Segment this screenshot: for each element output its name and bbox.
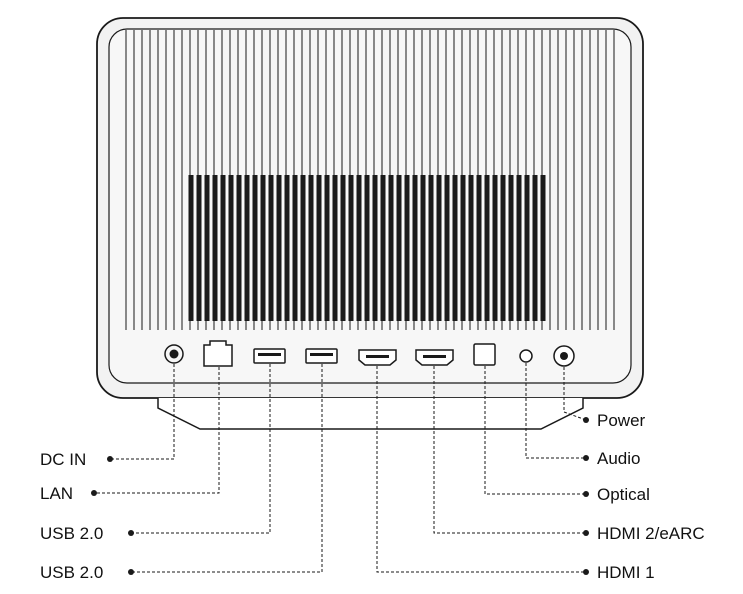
- dc-in-port-icon: [164, 344, 184, 364]
- leader-dot-usb-1: [128, 530, 134, 536]
- leader-dots: [91, 417, 589, 575]
- leader-line-hdmi-1: [376, 366, 586, 573]
- leader-line-audio: [525, 363, 586, 459]
- leader-dot-hdmi-2: [583, 530, 589, 536]
- label-usb-1: USB 2.0: [40, 524, 103, 543]
- power-button-icon: [553, 345, 575, 367]
- leader-dot-audio: [583, 455, 589, 461]
- label-usb-2: USB 2.0: [40, 563, 103, 582]
- label-audio: Audio: [597, 449, 640, 468]
- hdmi-2-port-icon: [415, 349, 454, 366]
- leader-line-lan: [94, 367, 220, 494]
- usb-port-2-icon: [305, 348, 338, 364]
- leader-line-usb-2: [131, 364, 323, 573]
- projector-stand: [157, 398, 584, 430]
- leader-dot-optical: [583, 491, 589, 497]
- label-power: Power: [597, 411, 646, 430]
- leader-line-usb-1: [131, 364, 271, 534]
- label-dc-in: DC IN: [40, 450, 86, 469]
- vent-grille: [188, 175, 546, 321]
- label-hdmi-1: HDMI 1: [597, 563, 655, 582]
- label-optical: Optical: [597, 485, 650, 504]
- projector-body: [96, 17, 644, 399]
- leader-dot-hdmi-1: [583, 569, 589, 575]
- optical-port-icon: [473, 343, 496, 366]
- leader-line-optical: [484, 366, 586, 495]
- port-row: [164, 340, 575, 367]
- lan-port-icon: [203, 340, 233, 367]
- leader-dot-usb-2: [128, 569, 134, 575]
- label-lan: LAN: [40, 484, 73, 503]
- hdmi-1-port-icon: [358, 349, 397, 366]
- leader-lines: [94, 363, 587, 573]
- leader-dot-lan: [91, 490, 97, 496]
- leader-line-dc-in: [110, 364, 175, 460]
- leader-dot-dc-in: [107, 456, 113, 462]
- leader-dot-power: [583, 417, 589, 423]
- usb-port-1-icon: [253, 348, 286, 364]
- label-hdmi-2: HDMI 2/eARC: [597, 524, 705, 543]
- leader-line-power: [563, 367, 587, 421]
- audio-jack-icon: [519, 349, 533, 363]
- leader-line-hdmi-2: [433, 366, 586, 534]
- port-labels: DC IN LAN USB 2.0 USB 2.0 Power Audio Op…: [40, 411, 705, 582]
